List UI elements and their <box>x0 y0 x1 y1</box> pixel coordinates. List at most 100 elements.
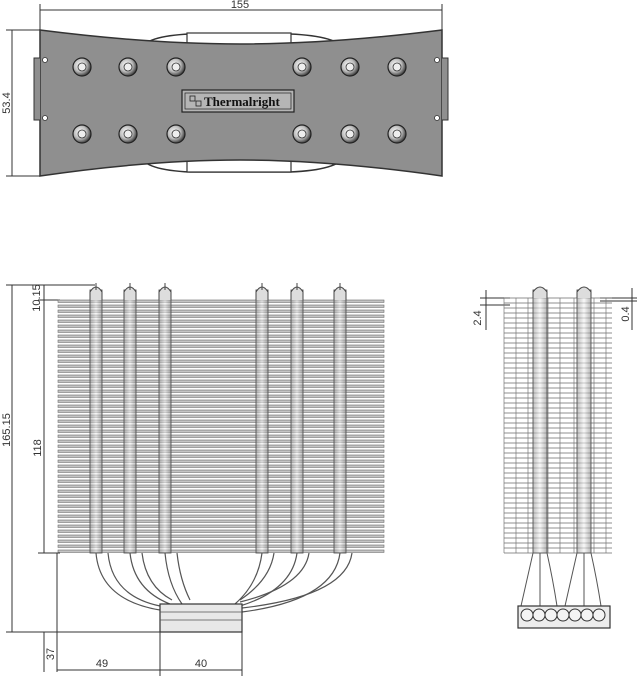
fin <box>57 459 385 463</box>
fin <box>57 494 385 498</box>
side-pipe-bends <box>95 552 353 613</box>
fin-thickness-label: 0.4 <box>620 306 632 321</box>
screw-icon <box>166 57 186 77</box>
top-view: 155 53.4 Thermalright <box>1 0 449 177</box>
fin-pitch-label: 2.4 <box>472 310 484 325</box>
side-heatpipes <box>89 283 347 554</box>
heatpipe-end <box>580 608 594 622</box>
fin-stack-height-label: 118 <box>32 439 44 457</box>
base-width-label: 40 <box>195 658 207 670</box>
fin <box>57 509 385 513</box>
fin <box>57 474 385 478</box>
fin <box>57 349 385 353</box>
heatpipe-end <box>556 608 570 622</box>
fin <box>57 354 385 358</box>
fin <box>57 339 385 343</box>
front-base-pipes <box>520 608 606 622</box>
screw-icon <box>340 57 360 77</box>
heatpipe <box>158 283 172 554</box>
fin <box>57 539 385 543</box>
fin <box>57 444 385 448</box>
heatpipe <box>123 283 137 554</box>
fin <box>57 379 385 383</box>
fin <box>57 324 385 328</box>
fin <box>57 314 385 318</box>
fin <box>57 309 385 313</box>
brand-logo: Thermalright <box>181 89 295 113</box>
front-fin-stack <box>503 297 612 554</box>
side-fin-stack <box>57 299 385 553</box>
fin <box>57 364 385 368</box>
fin <box>57 369 385 373</box>
fin <box>57 534 385 538</box>
base-height-label: 37 <box>45 648 57 660</box>
top-offset-label: 10.15 <box>31 284 43 312</box>
fin <box>57 504 385 508</box>
fin <box>57 414 385 418</box>
fin <box>57 389 385 393</box>
fin <box>57 424 385 428</box>
fin <box>57 519 385 523</box>
fin <box>57 464 385 468</box>
front-view: 2.4 0.4 <box>472 286 637 629</box>
left-offset-label: 49 <box>96 658 108 670</box>
fin <box>57 479 385 483</box>
fin <box>57 499 385 503</box>
screw-icon <box>292 124 312 144</box>
screw-icon <box>72 57 92 77</box>
height-dimension-label: 53.4 <box>1 92 13 113</box>
fin <box>57 524 385 528</box>
screw-icon <box>118 124 138 144</box>
fin <box>57 529 385 533</box>
screw-group <box>72 57 407 144</box>
screw-icon <box>387 57 407 77</box>
fin <box>57 514 385 518</box>
fin <box>57 449 385 453</box>
heatpipe <box>255 283 269 554</box>
fin <box>57 489 385 493</box>
screw-icon <box>72 124 92 144</box>
front-heatpipes <box>520 286 602 607</box>
fin <box>57 329 385 333</box>
fin <box>57 384 385 388</box>
heatpipe-end <box>520 608 534 622</box>
heatpipe <box>520 286 558 607</box>
fin <box>57 399 385 403</box>
side-base-block <box>159 603 243 633</box>
fin <box>57 299 385 303</box>
total-height-label: 165.15 <box>1 413 13 447</box>
heatpipe-end <box>532 608 546 622</box>
heatpipe <box>89 283 103 554</box>
fin <box>57 304 385 308</box>
fin <box>57 549 385 553</box>
heatpipe-end <box>568 608 582 622</box>
heatpipe <box>564 286 602 607</box>
fin <box>57 409 385 413</box>
fin <box>57 344 385 348</box>
screw-icon <box>118 57 138 77</box>
heatpipe-end <box>544 608 558 622</box>
fin <box>57 374 385 378</box>
side-view: 165.15 10.15 118 37 49 40 <box>1 283 385 676</box>
fin <box>57 439 385 443</box>
heatpipe <box>290 283 304 554</box>
screw-icon <box>340 124 360 144</box>
heatpipe <box>333 283 347 554</box>
fin <box>57 319 385 323</box>
screw-icon <box>292 57 312 77</box>
fin <box>57 419 385 423</box>
fin <box>57 394 385 398</box>
fin <box>57 469 385 473</box>
fin <box>57 544 385 548</box>
screw-icon <box>166 124 186 144</box>
fin <box>57 484 385 488</box>
fin <box>57 359 385 363</box>
brand-name: Thermalright <box>204 94 280 109</box>
fin <box>57 404 385 408</box>
heatpipe-end <box>592 608 606 622</box>
fin <box>57 434 385 438</box>
fin <box>57 334 385 338</box>
fin <box>57 454 385 458</box>
fin <box>57 429 385 433</box>
